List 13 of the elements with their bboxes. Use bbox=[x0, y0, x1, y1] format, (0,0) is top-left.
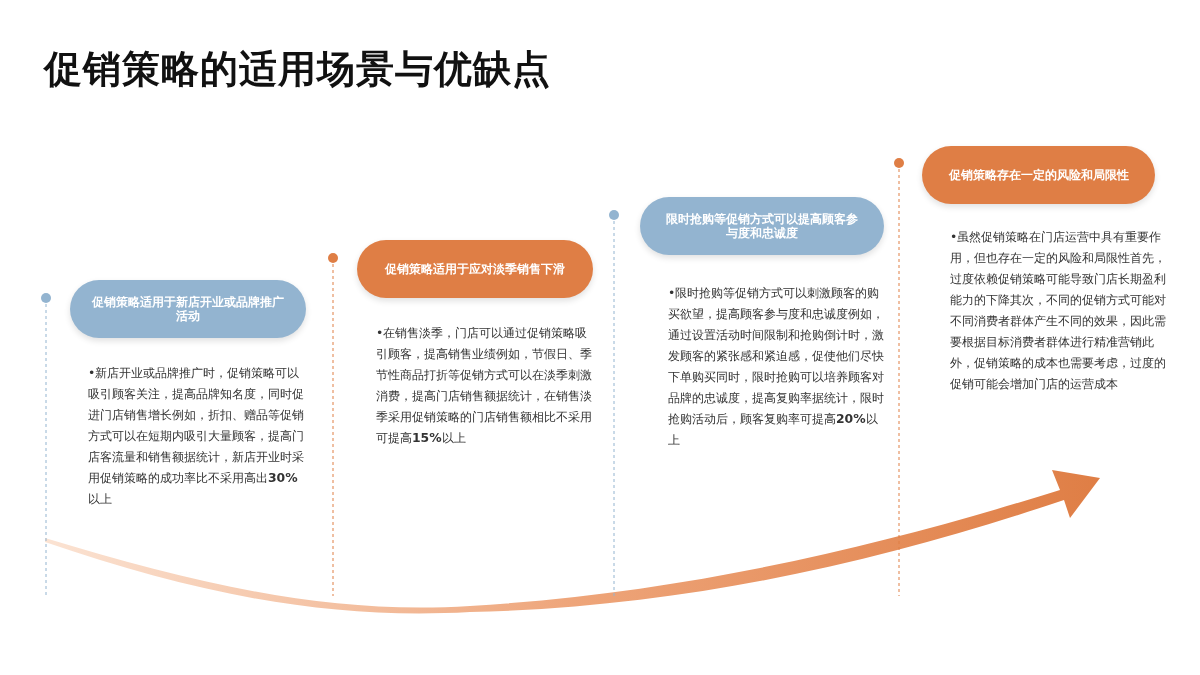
body-paragraph: •虽然促销策略在门店运营中具有重要作用，但也存在一定的风险和局限性首先，过度依赖促销策略可能导致门店长期盈利能力的下降其次，不同的促销方式可能对不同消费者群体产生不同的效果，因此需要根据目标消费者群体进行精准营销此外，促销策略的成本也需要考虑，过度的促销可能会增加门店的运营成本 bbox=[950, 228, 1167, 393]
heading-text: 促销策略适用于新店开业或品牌推广活动 bbox=[90, 295, 285, 323]
heading-text: 促销策略存在一定的风险和局限性 bbox=[947, 168, 1130, 182]
body-paragraph: •在销售淡季，门店可以通过促销策略吸引顾客，提高销售业绩例如，节假日、季节性商品打折等促销方式可以在淡季刺激消费，提高门店销售额据统计，在销售淡季采用促销策略的门店销售额相比不采用可提高15%以上 bbox=[376, 324, 593, 447]
heading-pill bbox=[70, 280, 306, 338]
heading-pill bbox=[640, 197, 884, 255]
heading-text: 促销策略适用于应对淡季销售下滑 bbox=[383, 262, 566, 276]
heading-text: 限时抢购等促销方式可以提高顾客参与度和忠诚度 bbox=[665, 212, 859, 240]
page-title: 促销策略的适用场景与优缺点 bbox=[44, 46, 551, 93]
heading-pill bbox=[357, 240, 593, 298]
heading-pill bbox=[922, 146, 1155, 204]
body-paragraph: •限时抢购等促销方式可以刺激顾客的购买欲望，提高顾客参与度和忠诚度例如，通过设置活动时间限制和抢购倒计时，激发顾客的紧张感和紧迫感，促使他们尽快下单购买同时，限时抢购可以培养顾客对品牌的忠诚度，提高复购率据统计，限时抢购活动后，顾客复购率可提高20%以上 bbox=[668, 284, 885, 449]
body-paragraph: •新店开业或品牌推广时，促销策略可以吸引顾客关注，提高品牌知名度，同时促进门店销售增长例如，折扣、赠品等促销方式可以在短期内吸引大量顾客，提高门店客流量和销售额据统计，新店开业时采用促销策略的成功率比不采用高出30%以上 bbox=[88, 364, 305, 508]
